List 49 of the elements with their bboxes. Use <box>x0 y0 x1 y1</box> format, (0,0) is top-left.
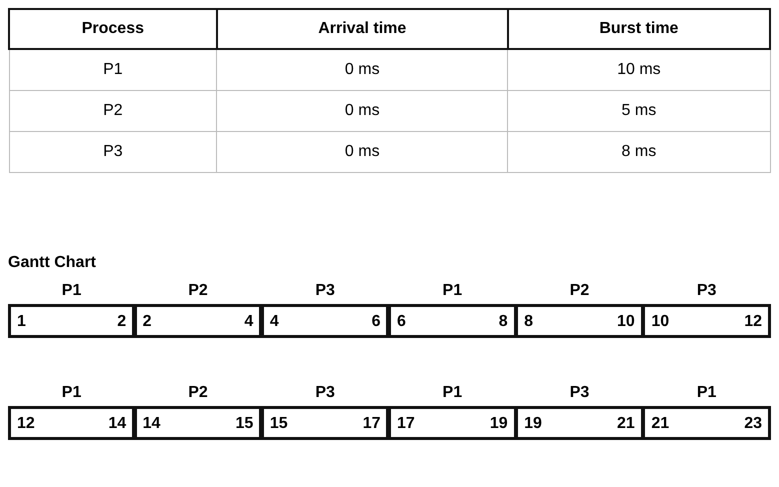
time-value: 2 <box>142 313 152 331</box>
time-value: 17 <box>397 415 415 433</box>
process-label: P3 <box>314 282 336 300</box>
table-cell: P3 <box>9 132 217 172</box>
time-value: 15 <box>270 415 288 433</box>
time-value: 1 <box>17 313 26 331</box>
time-value: 19 <box>524 415 542 433</box>
time-value: 23 <box>744 415 762 433</box>
process-label: P2 <box>568 282 590 300</box>
process-label: P3 <box>696 282 718 300</box>
table-cell: P2 <box>9 90 217 132</box>
time-value: 8 <box>498 313 508 331</box>
table-cell: 5 ms <box>508 90 770 132</box>
process-label: P1 <box>696 384 718 402</box>
process-label: P3 <box>568 384 590 402</box>
time-value: 12 <box>17 415 35 433</box>
process-label: P1 <box>442 384 464 402</box>
time-value: 19 <box>490 415 508 433</box>
process-label: P1 <box>60 384 82 402</box>
table-cell: 8 ms <box>508 132 770 172</box>
time-value: 14 <box>108 415 126 433</box>
time-value: 2 <box>117 313 126 331</box>
time-value: 8 <box>524 313 534 331</box>
table-cell: 0 ms <box>216 132 508 172</box>
column-header: Process <box>9 9 217 49</box>
process-label: P1 <box>442 282 464 300</box>
time-value: 14 <box>142 415 160 433</box>
time-value: 6 <box>372 313 380 331</box>
table-cell: P1 <box>9 49 217 90</box>
process-label: P3 <box>314 384 336 402</box>
time-value: 17 <box>362 415 380 433</box>
table-cell: 0 ms <box>216 49 508 90</box>
time-value: 4 <box>270 313 279 331</box>
time-value: 21 <box>617 415 635 433</box>
process-label: P2 <box>187 384 209 402</box>
time-value: 15 <box>236 415 254 433</box>
process-label: P2 <box>187 282 209 300</box>
time-value: 4 <box>244 313 254 331</box>
time-value: 12 <box>744 313 762 331</box>
process-label: P1 <box>60 282 82 300</box>
time-value: 10 <box>617 313 635 331</box>
table-cell: 0 ms <box>216 90 508 132</box>
chart-title: Gantt Chart <box>8 254 96 272</box>
column-header: Arrival time <box>216 9 508 49</box>
time-value: 21 <box>651 415 670 433</box>
time-value: 10 <box>651 313 670 331</box>
table-cell: 10 ms <box>508 49 770 90</box>
time-value: 6 <box>397 313 406 331</box>
column-header: Burst time <box>508 9 770 49</box>
